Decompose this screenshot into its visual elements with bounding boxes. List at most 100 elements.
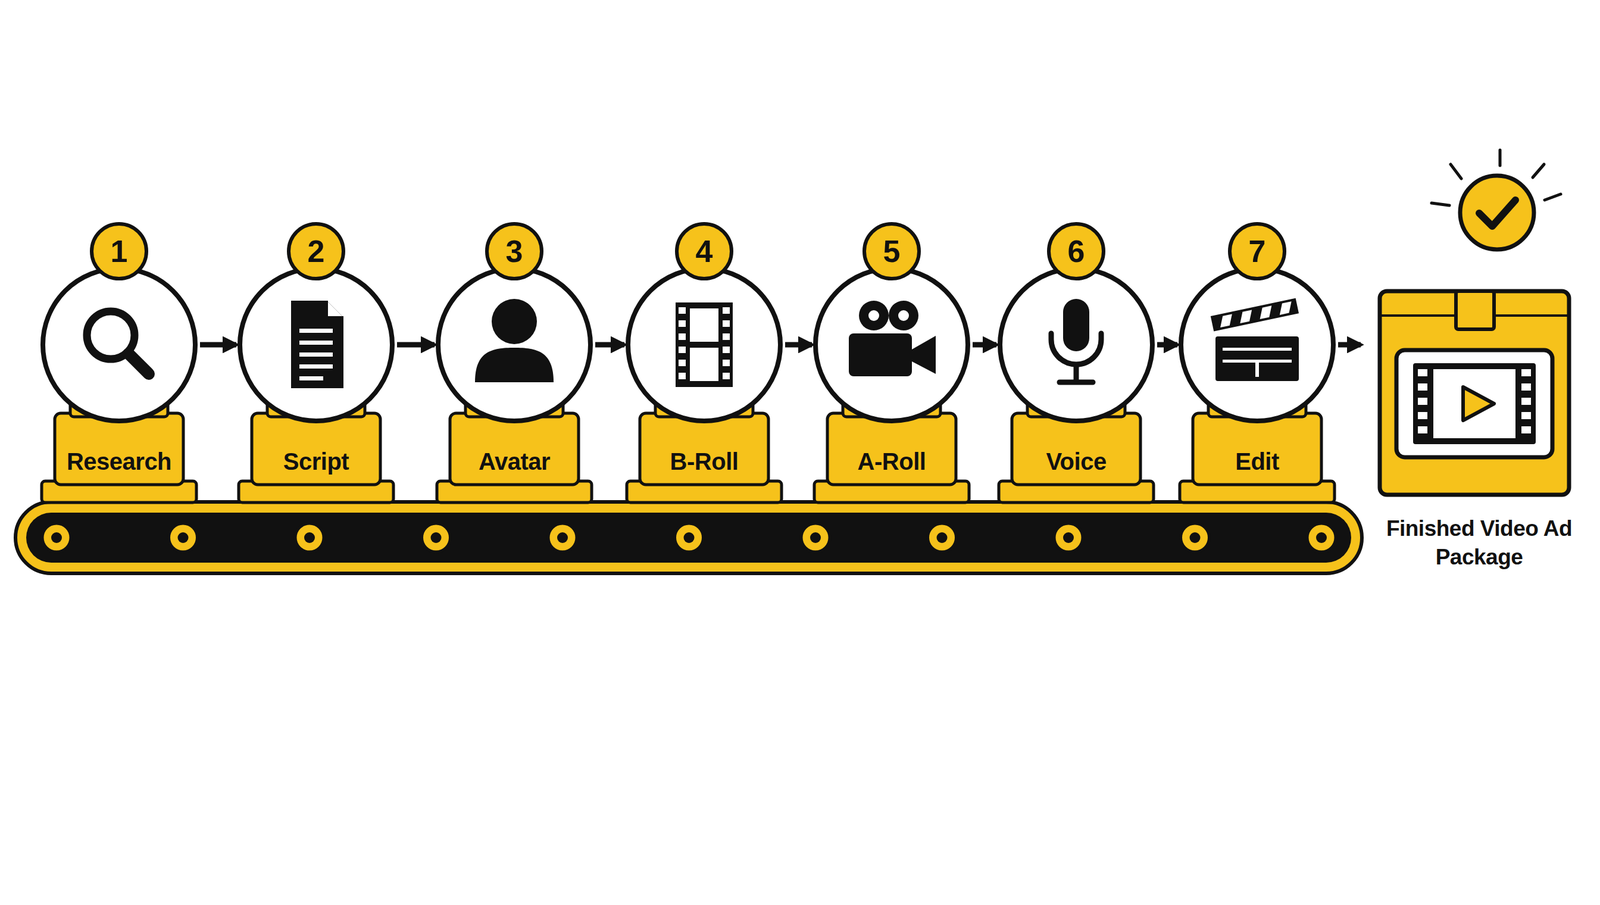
step-number: 6	[998, 222, 1154, 280]
pedestal-body	[450, 413, 579, 485]
flow-arrow	[595, 342, 625, 348]
step-label: Script	[252, 440, 380, 483]
wheel-hub	[177, 532, 189, 543]
pedestal-body	[1011, 413, 1141, 485]
step-number: 1	[41, 222, 197, 280]
wheel-hub	[1063, 532, 1074, 543]
pedestal-body	[251, 413, 381, 485]
belt-wheel	[169, 523, 198, 552]
conveyor-belt	[15, 501, 1362, 574]
step-number: 3	[436, 222, 592, 280]
station-node: 2Script	[238, 222, 394, 503]
station-circle	[1000, 268, 1153, 421]
flow-arrow	[972, 342, 997, 348]
flow-arrow	[1338, 342, 1361, 348]
flow-arrow	[1157, 342, 1178, 348]
sprocket-hole	[678, 307, 686, 314]
wheel-hub	[430, 532, 442, 543]
sprocket-hole	[1521, 397, 1531, 405]
sprocket-hole	[678, 333, 686, 340]
station-node: 4B-Roll	[626, 222, 782, 503]
station-circle	[1180, 268, 1334, 421]
belt-wheel	[801, 523, 830, 552]
package-box	[1379, 291, 1570, 495]
sprocket-hole	[1417, 411, 1428, 420]
package-caption: Finished Video Ad Package	[1363, 514, 1596, 572]
magnifier-icon	[86, 311, 149, 374]
step-label: B-Roll	[640, 440, 768, 483]
station-circle	[627, 268, 781, 421]
sprocket-hole	[722, 372, 730, 380]
avatar-icon	[475, 298, 554, 383]
flow-arrow	[397, 342, 435, 348]
belt-wheel	[1054, 523, 1083, 552]
sprocket-hole	[678, 320, 686, 327]
sprocket-hole	[1521, 426, 1531, 434]
flow-arrow	[785, 342, 812, 348]
sprocket-hole	[678, 359, 686, 367]
belt-wheel	[422, 523, 451, 552]
microphone-icon	[1051, 298, 1102, 383]
belt-wheel	[927, 523, 957, 552]
film-icon	[675, 302, 733, 387]
step-number: 2	[238, 222, 394, 280]
step-number: 7	[1179, 222, 1335, 280]
wheel-hub	[683, 532, 695, 543]
station-node: 7Edit	[1179, 222, 1335, 503]
sprocket-hole	[1521, 383, 1531, 391]
sprocket-hole	[722, 359, 730, 367]
sprocket-hole	[678, 372, 686, 380]
wheel-hub	[1316, 532, 1327, 543]
belt-wheel	[42, 523, 71, 552]
wheel-hub	[304, 532, 315, 543]
belt-wheel	[295, 523, 324, 552]
sprocket-hole	[1521, 369, 1531, 377]
wheel-hub	[936, 532, 948, 543]
sprocket-hole	[1417, 426, 1428, 434]
sprocket-hole	[722, 333, 730, 340]
sprocket-hole	[722, 320, 730, 327]
package-node: Finished Video Ad Package	[1363, 291, 1596, 577]
step-number: 4	[626, 222, 782, 280]
station-node: 1Research	[41, 222, 197, 503]
belt-wheel	[1307, 523, 1336, 552]
wheel-hub	[1189, 532, 1201, 543]
wheel-hub	[810, 532, 821, 543]
sprocket-hole	[1417, 383, 1428, 391]
sprocket-hole	[678, 346, 686, 353]
station-circle	[438, 268, 591, 421]
step-label: Edit	[1193, 440, 1321, 483]
pedestal-body	[827, 413, 956, 485]
station-circle	[815, 268, 968, 421]
step-label: Avatar	[450, 440, 578, 483]
belt-wheel	[675, 523, 704, 552]
sprocket-hole	[1417, 369, 1428, 377]
camera-icon	[848, 300, 936, 377]
station-node: 3Avatar	[436, 222, 592, 503]
sprocket-hole	[722, 346, 730, 353]
step-label: A-Roll	[827, 440, 956, 483]
station-node: 5A-Roll	[814, 222, 970, 503]
wheel-hub	[51, 532, 62, 543]
document-icon	[291, 300, 344, 389]
pedestal-body	[639, 413, 769, 485]
sprocket-hole	[1521, 411, 1531, 420]
flow-arrow	[200, 342, 237, 348]
step-label: Research	[55, 440, 183, 483]
step-label: Voice	[1012, 440, 1140, 483]
check-badge	[1431, 150, 1561, 250]
station-circle	[42, 268, 196, 421]
wheel-hub	[557, 532, 568, 543]
step-number: 5	[814, 222, 970, 280]
belt-wheel	[548, 523, 577, 552]
clapperboard-icon	[1210, 298, 1299, 381]
belt-wheel	[1180, 523, 1210, 552]
sprocket-hole	[1417, 397, 1428, 405]
pedestal-body	[1192, 413, 1322, 485]
station-node: 6Voice	[998, 222, 1154, 503]
station-circle	[239, 268, 393, 421]
pedestal-body	[54, 413, 184, 485]
